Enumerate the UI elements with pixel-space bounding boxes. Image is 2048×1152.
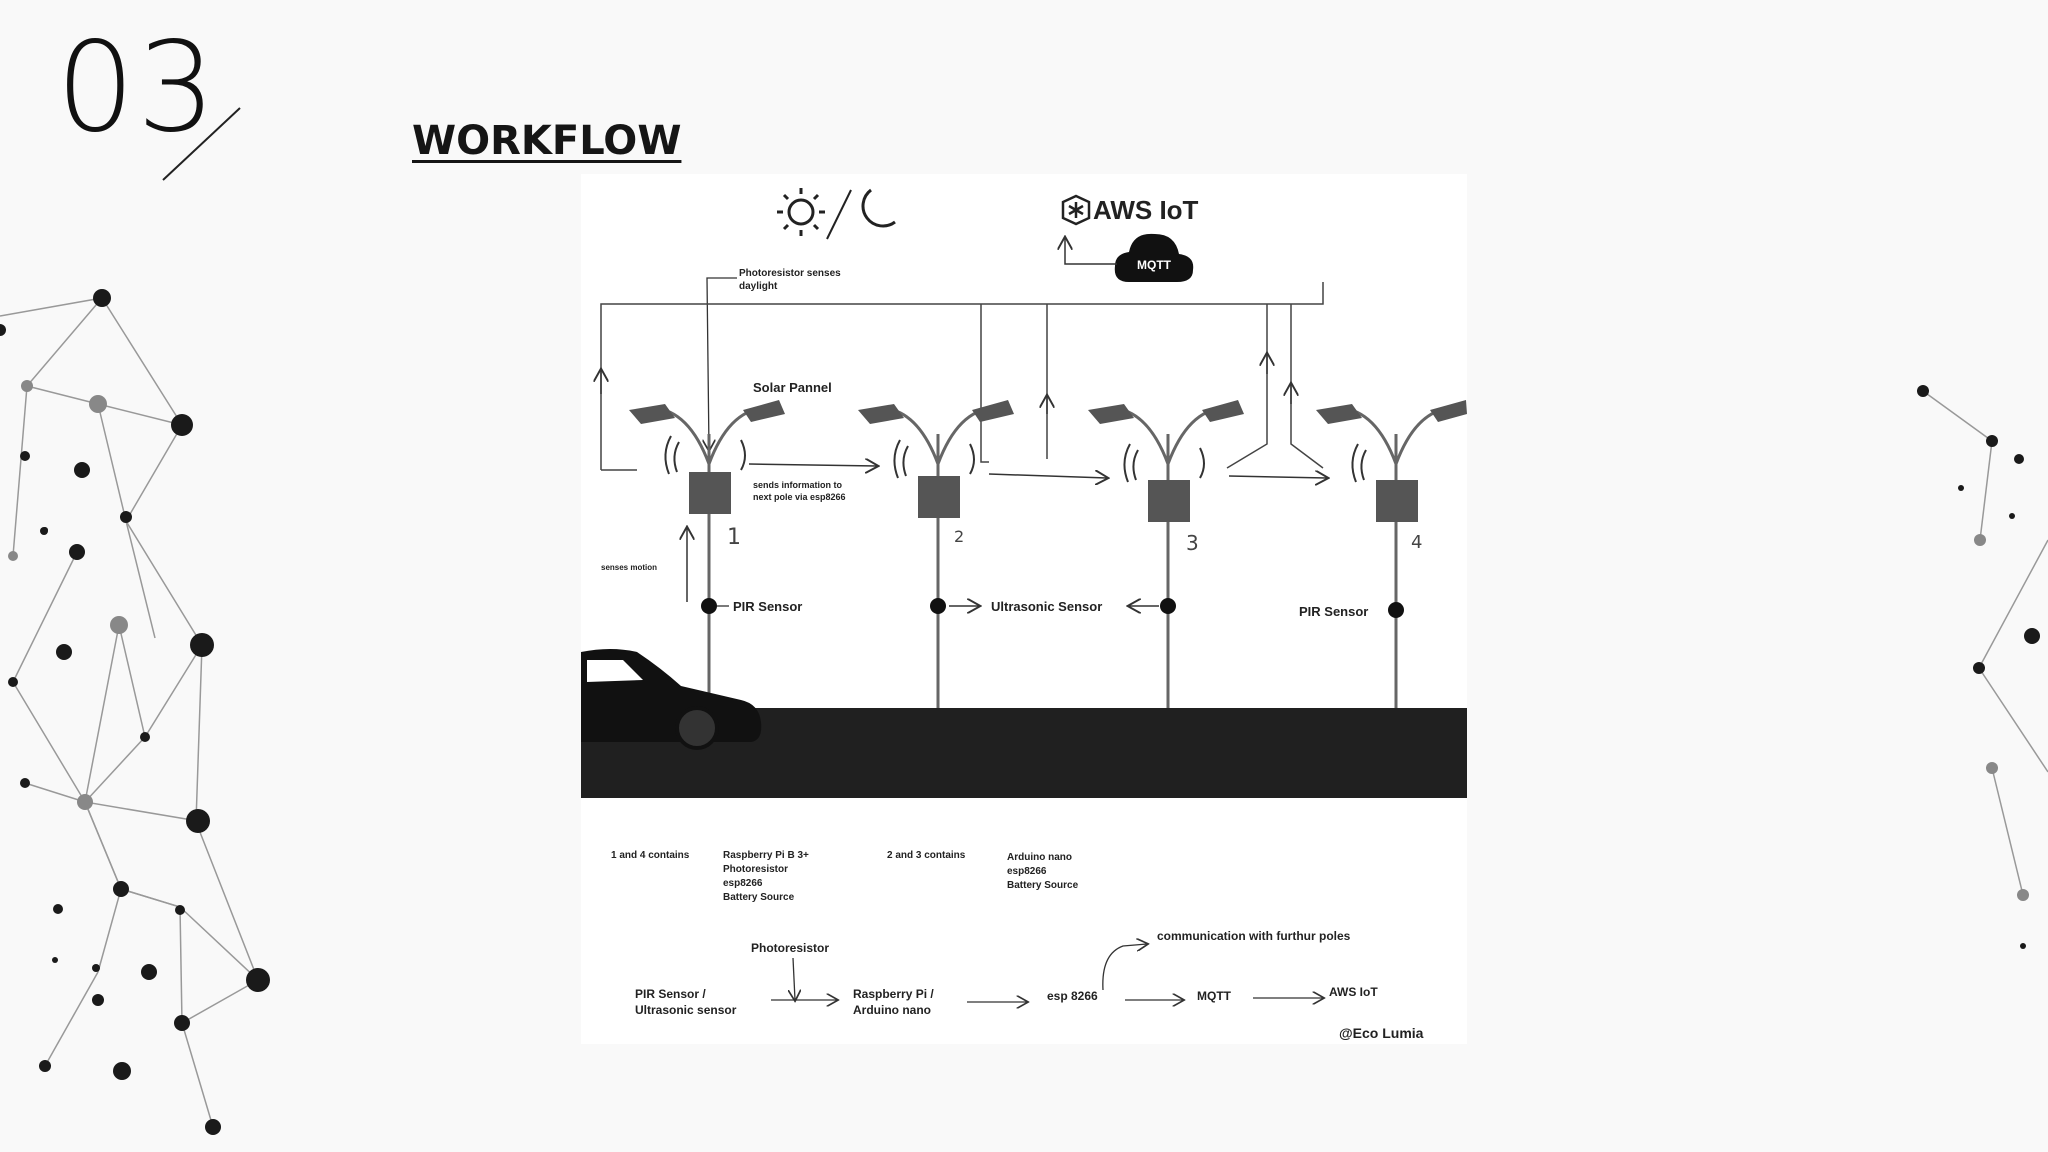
pole-4 [1316, 400, 1467, 714]
sun-icon [777, 188, 825, 236]
pole-3 [1088, 400, 1244, 714]
flow-controller: Raspberry Pi / Arduino nano [853, 987, 937, 1017]
pole3-to-pole4-arrow [1228, 476, 1327, 478]
pole1-to-pole2-arrow [748, 464, 877, 466]
ultrasonic-sensor-label: Ultrasonic Sensor [991, 599, 1102, 614]
flow-aws: AWS IoT [1329, 985, 1378, 999]
flow-sensor: PIR Sensor / Ultrasonic sensor [635, 987, 737, 1017]
pole-number-3: 3 [1186, 531, 1199, 555]
pole-number-1: 1 [727, 525, 741, 550]
section-title: WORKFLOW [412, 118, 682, 164]
sends-info-note: sends information to next pole via esp82… [753, 480, 846, 502]
sun-moon-divider [826, 189, 852, 240]
pole-2 [858, 400, 1014, 714]
legend-group-b-label: 2 and 3 contains [887, 850, 966, 861]
daylight-arrow [707, 277, 737, 450]
slide-number: 03 [56, 16, 218, 160]
flow-photo-arrow [793, 957, 795, 1000]
credit-label: @Eco Lumia [1339, 1025, 1424, 1041]
pole-1 [629, 400, 785, 714]
mqtt-to-aws-arrow [1065, 238, 1117, 265]
workflow-diagram: AWS IoT MQTT Photoresistor senses daylig… [581, 174, 1467, 1044]
solar-panel-label: Solar Pannel [753, 380, 832, 395]
pole2-to-pole3-arrow [988, 474, 1107, 478]
flow-comm-arrow [1102, 944, 1147, 991]
legend-group-b-items: Arduino nano esp8266 Battery Source [1007, 852, 1079, 891]
pir-sensor-1-label: PIR Sensor [733, 599, 802, 614]
legend-group-a-label: 1 and 4 contains [611, 850, 690, 861]
network-decoration-left [0, 289, 270, 1135]
pole-number-2: 2 [954, 527, 964, 546]
aws-iot-icon [1061, 194, 1091, 226]
pir-sensor-4-label: PIR Sensor [1299, 604, 1368, 619]
photoresistor-note: Photoresistor senses daylight [739, 268, 844, 292]
flow-mqtt: MQTT [1197, 989, 1232, 1003]
aws-iot-label: AWS IoT [1093, 195, 1199, 225]
senses-motion-note: senses motion [601, 563, 657, 572]
flow-esp: esp 8266 [1047, 989, 1098, 1003]
mqtt-cloud-icon [1114, 233, 1194, 282]
mqtt-cloud-label: MQTT [1137, 258, 1172, 272]
pole-number-4: 4 [1411, 532, 1422, 553]
slash-divider [162, 107, 241, 181]
network-decoration-right [1917, 385, 2048, 949]
legend-group-a-items: Raspberry Pi B 3+ Photoresistor esp8266 … [723, 850, 812, 903]
flow-comm: communication with furthur poles [1157, 929, 1351, 943]
moon-icon [861, 188, 896, 228]
flow-photoresistor: Photoresistor [751, 941, 829, 955]
